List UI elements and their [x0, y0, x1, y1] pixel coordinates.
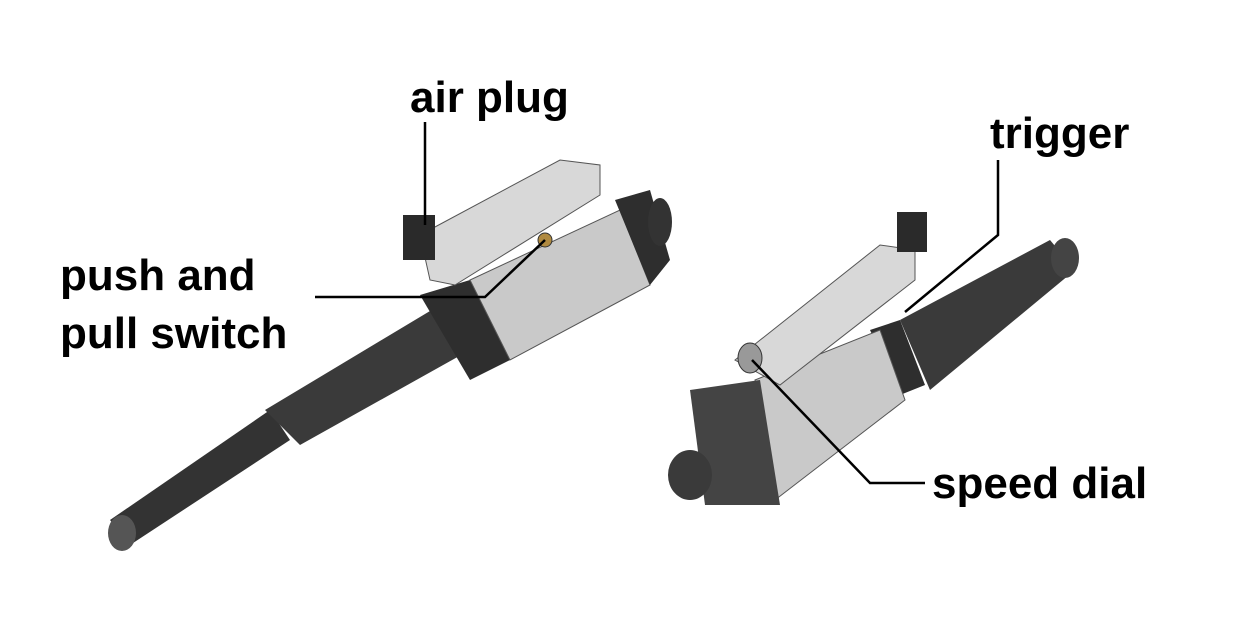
left-barrel [265, 305, 470, 445]
left-barrel-tip [110, 410, 290, 545]
trigger-label: trigger [990, 109, 1130, 158]
speed-dial-label: speed dial [932, 459, 1148, 508]
push-pull-switch-label-line2: pull switch [60, 309, 288, 358]
right-nozzle [668, 450, 712, 500]
right-barrel [900, 240, 1075, 390]
right-speed-dial [737, 342, 763, 374]
push-pull-leader [315, 239, 546, 299]
left-air-plug [403, 215, 435, 260]
right-air-plug [897, 212, 927, 252]
speed-dial-leader [751, 359, 925, 485]
push-pull-switch-label-line1: push and [60, 251, 256, 300]
right-collar [870, 320, 925, 395]
left-end-knob [648, 198, 672, 246]
right-front-plate [690, 380, 780, 505]
right-barrel-end [1051, 238, 1079, 278]
air-plug-label: air plug [410, 73, 569, 122]
left-tool [108, 159, 672, 551]
left-handle [419, 159, 601, 286]
trigger-leader [904, 160, 1000, 313]
right-tool [668, 212, 1079, 505]
left-collar [420, 280, 510, 380]
left-barrel-end [108, 515, 136, 551]
